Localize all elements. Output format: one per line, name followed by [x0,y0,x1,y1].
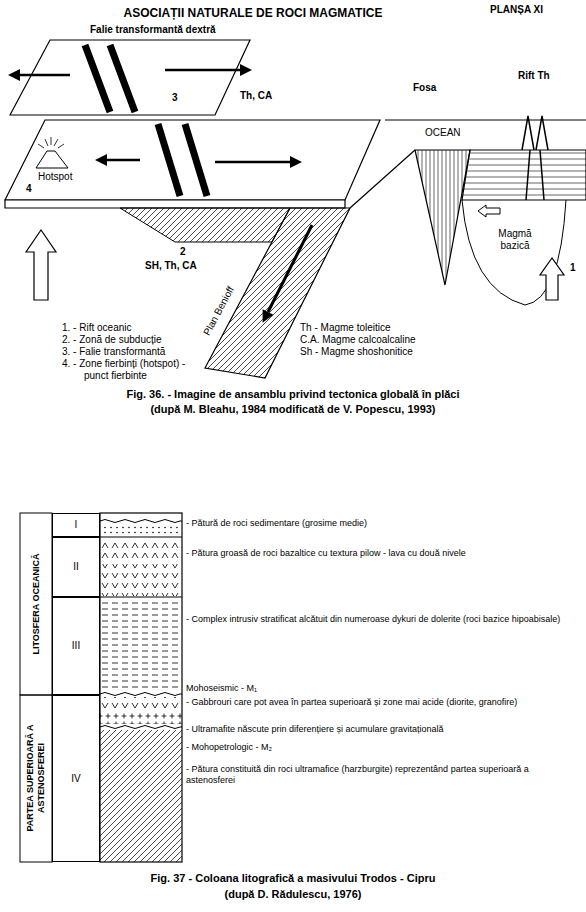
layer-number: IV [71,773,80,785]
hollow-arrow [478,205,500,217]
figure-caption: (după D. Rădulescu, 1976) [225,888,362,901]
lithologic-column [20,513,182,862]
motion-arrow [165,69,240,72]
magma-label: Th, CA [240,90,272,102]
callout-number: 2 [180,246,186,258]
arrow-head [290,156,302,168]
layer-cell: II [52,537,100,597]
zone-column [20,695,52,862]
layer-description: - Gabbrouri care pot avea în partea supe… [186,697,571,708]
ridge-segment [85,45,135,112]
trench-label: Fosa [413,82,436,94]
layer-cell: IV [52,695,100,862]
lithosphere-section [120,208,290,242]
layer-cell: III [52,597,100,695]
key-item: 4. - Zone fierbinți (hotspot) - punct fi… [62,358,199,382]
fault-label: Falie transformantă dextră [90,24,216,36]
figure-caption: Fig. 36. - Imagine de ansamblu privind t… [126,388,459,401]
arrow-head [240,64,252,76]
trench [415,150,470,285]
arrow-head [263,309,274,322]
lower-plate [5,120,380,200]
moho-line [100,693,182,696]
plate-bend [350,150,415,208]
ocean-label: OCEAN [425,127,461,139]
sea-surface [385,120,586,121]
hollow-arrow [540,258,564,300]
layer-boundary [100,537,182,597]
hollow-arrow [26,230,56,300]
layer-cell: I [52,513,100,537]
basalt-pattern [100,564,182,596]
callout-number: 1 [570,262,576,274]
hotspot-label: Hotspot [38,171,72,183]
motion-arrow [105,159,140,162]
arrow-head [95,154,107,166]
dyke-pattern [100,599,182,691]
gabbro-pattern [100,697,182,711]
eruption-marks [38,137,64,148]
zone-label: LITOSFERA OCEANICĂ [31,519,42,689]
magma-label: SH, Th, CA [145,260,197,272]
boundary-label: Mohoseismic - M₁ [186,683,257,694]
slab-arrow [268,225,312,312]
callout-number: 3 [172,92,178,104]
key-item: Sh - Magme shoshonitice [300,346,413,358]
zone-label: PARTEA SUPERIOARĂ A ASTENOSFEREI [25,703,47,853]
plate-front [5,200,345,208]
figure-caption: Fig. 37 - Coloana litografică a masivulu… [151,872,436,885]
boundary-label: - Mohopetrologic - M₂ [186,742,272,753]
key-item: C.A. Magme calcoalcaline [300,334,416,346]
magma-outline [462,200,566,305]
layer-description: - Ultramafite născute prin diferențiere … [186,724,444,735]
layer-description: - Pătura groasă de roci bazaltice cu tex… [186,548,466,559]
page-title: ASOCIAȚII NATURALE DE ROCI MAGMATICE [124,6,383,20]
plate-tectonics-figure [5,40,586,378]
plate-number: PLANȘA XI [490,4,543,16]
ultramafite-pattern [100,712,182,724]
magma-label: Magmă bazică [488,228,542,252]
volcano-symbol [36,151,68,168]
callout-number: 4 [26,183,32,195]
layer-description: - Complex intrusiv stratificat alcătuit … [186,614,571,625]
layer-description: - Pătură de roci sedimentare (grosime me… [186,518,367,529]
key-item: 3. - Falie transformantă [62,346,165,358]
moho-line [100,726,182,729]
rift-symbol [522,116,548,200]
motion-arrow [18,74,70,77]
basalt-pattern [100,539,182,563]
layer-number: II [73,561,79,573]
column-outline [100,513,182,862]
layer-number: I [75,519,78,531]
rift-label: Rift Th [518,70,550,82]
harzburgite-pattern [100,730,182,862]
oceanic-plate [462,150,586,200]
ridge-segment [158,124,207,196]
zone-column [20,513,52,695]
layer-description: - Pătura constituită din roci ultramafic… [186,764,571,786]
key-item: 2. - Zonă de subducție [62,334,162,346]
key-item: 1. - Rift oceanic [62,322,131,334]
motion-arrow [215,161,290,164]
sediment-pattern [100,524,182,536]
arrow-head [8,69,20,81]
upper-plate [10,40,250,115]
figure-caption: (după M. Bleahu, 1984 modificată de V. P… [150,403,435,416]
layer-number: III [72,640,80,652]
sea-floor-line [100,520,182,523]
key-item: Th - Magme toleitice [300,322,391,334]
